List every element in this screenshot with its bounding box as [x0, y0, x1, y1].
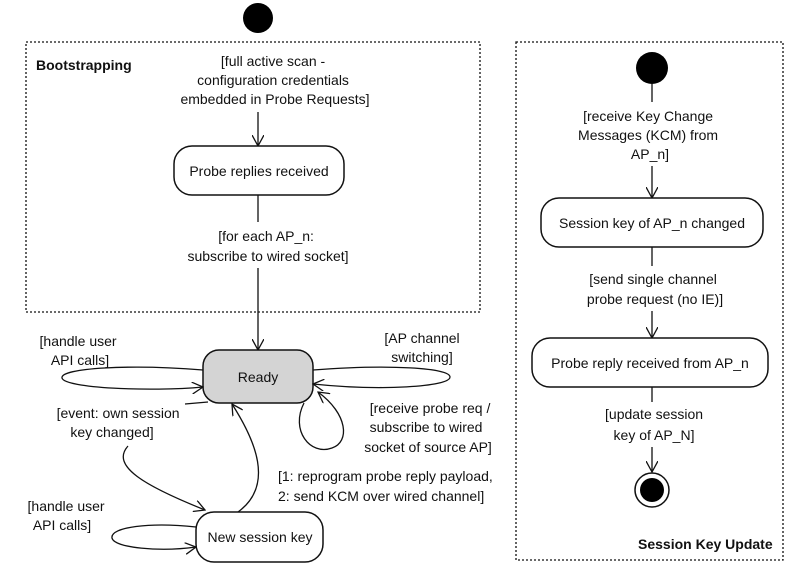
transition-receive-kcm: [receive Key Change Messages (KCM) from …: [578, 108, 722, 162]
ready-to-event-line: [184, 401, 209, 405]
loop-handle-user-api-new: [111, 524, 196, 549]
transition-send-single-channel: [send single channel probe request (no I…: [587, 271, 723, 307]
state-probe-reply-from-ap: [531, 337, 769, 388]
session-key-update-frame: [515, 41, 784, 561]
initial-node-bootstrapping: [243, 3, 273, 33]
state-label-session-key-changed: Session key of AP_n changed: [559, 215, 745, 231]
state-label-ready: Ready: [238, 369, 278, 385]
transition-reprogram: [1: reprogram probe reply payload, 2: se…: [278, 468, 497, 504]
transition-handle-user-api-ready: [handle user API calls]: [40, 333, 121, 368]
state-label-probe-reply-from-ap: Probe reply received from AP_n: [551, 355, 749, 371]
transition-update-session-key: [update session key of AP_N]: [605, 406, 707, 443]
session-key-update-frame-label: Session Key Update: [638, 536, 773, 552]
loop-ap-channel-switching: [313, 366, 451, 387]
loop-handle-user-api-ready: [61, 366, 203, 389]
final-node-inner: [640, 478, 664, 502]
state-label-probe-replies-received: Probe replies received: [189, 163, 328, 179]
transition-receive-probe-req: [receive probe req / subscribe to wired …: [364, 400, 494, 455]
transition-event-own-session-key: [event: own session key changed]: [57, 405, 184, 440]
state-ready: [202, 349, 314, 404]
transition-ap-channel-switching: [AP channel switching]: [384, 330, 463, 365]
arrow-to-new-session-key: [122, 445, 205, 510]
transition-full-scan: [full active scan - configuration creden…: [180, 53, 369, 107]
bootstrapping-frame-label: Bootstrapping: [36, 57, 132, 73]
transition-for-each-ap: [for each AP_n: subscribe to wired socke…: [187, 228, 348, 264]
loop-receive-probe-req: [298, 392, 345, 451]
state-new-session-key: [195, 511, 324, 563]
arrow-new-session-key-to-ready: [232, 404, 260, 513]
transition-handle-user-api-new: [handle user API calls]: [28, 498, 109, 533]
initial-node-session-update: [636, 52, 668, 84]
bootstrapping-frame: [25, 41, 481, 313]
state-label-new-session-key: New session key: [207, 529, 312, 545]
state-probe-replies-received: [173, 145, 345, 196]
